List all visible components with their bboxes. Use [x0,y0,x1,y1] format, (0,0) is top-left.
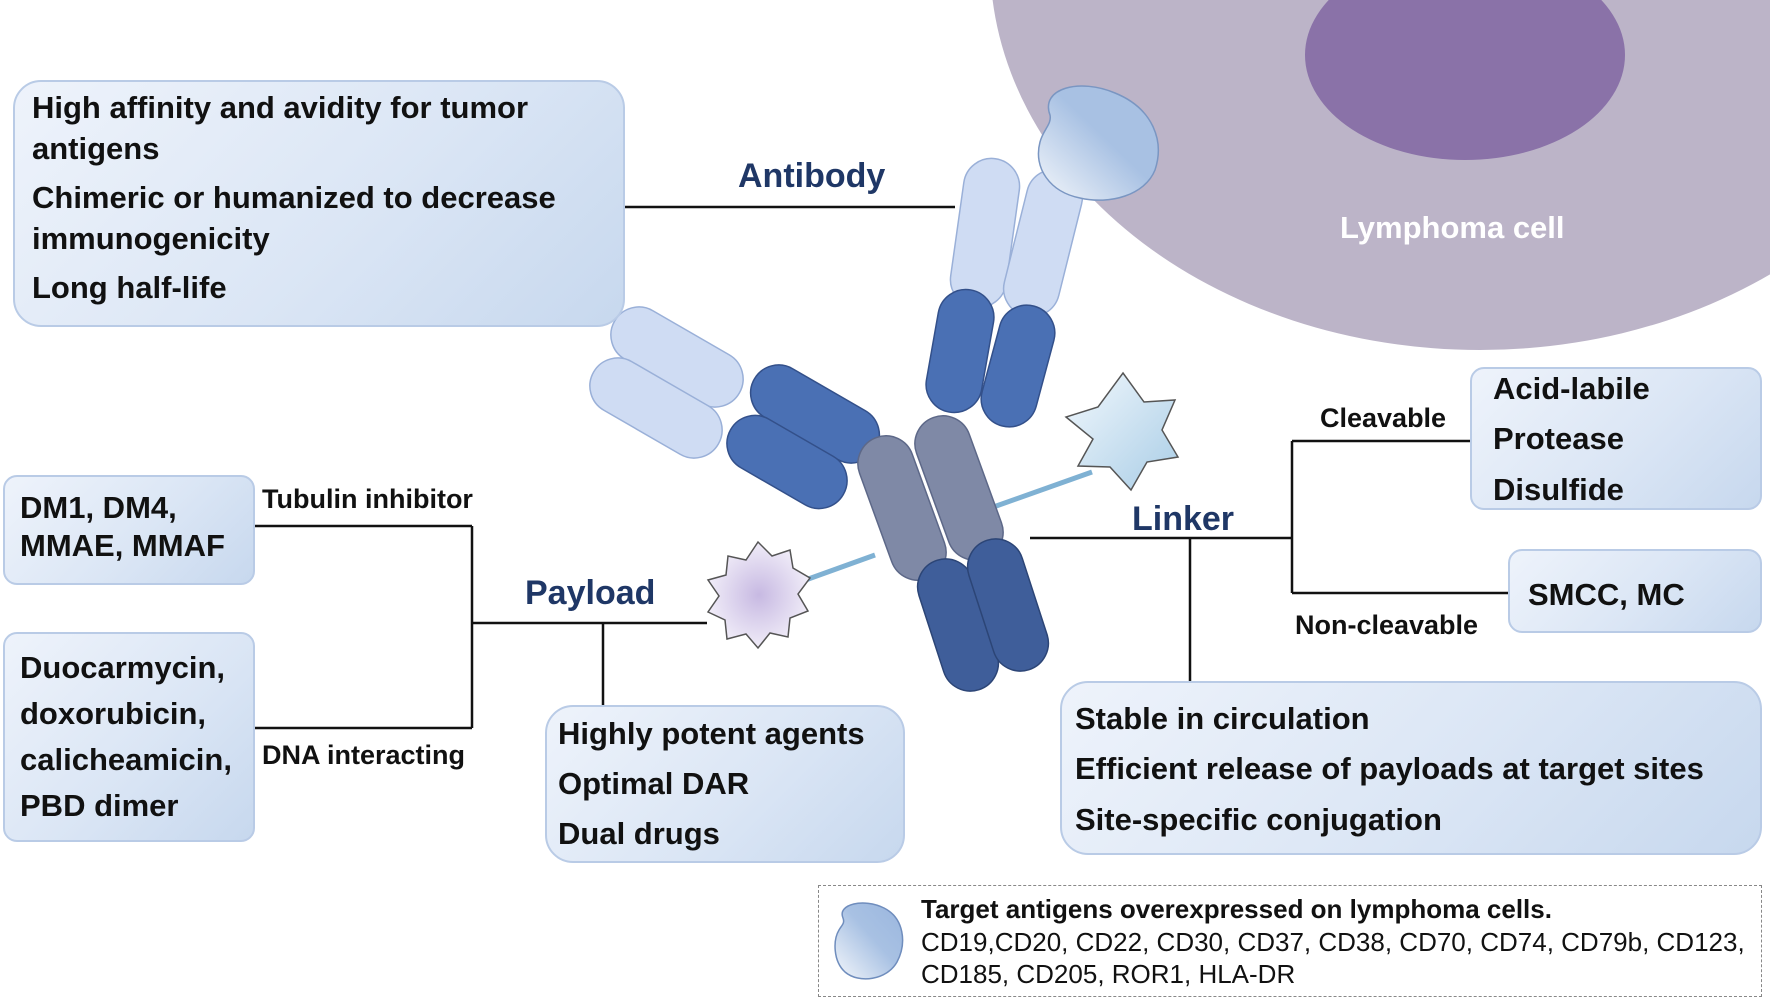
dna-drugs-line-4: PBD dimer [20,788,179,823]
antibody-point-1a: High affinity and avidity for tumor [32,90,529,125]
payload-point-2: Optimal DAR [558,766,750,801]
antigen-shape [1037,85,1159,201]
dna-drugs-line-1: Duocarmycin, [20,650,226,685]
payload-header: Payload [525,574,656,612]
antigen-legend-icon [834,902,904,980]
payload-blob [706,540,812,650]
payload-point-3: Dual drugs [558,816,720,851]
antibody-header: Antibody [738,157,886,195]
dna-drugs-box [3,632,255,842]
payload-linker-line [799,552,876,585]
star-payload [1064,371,1180,492]
tubulin-drugs-line-2: MMAE, MMAF [20,528,225,563]
antibody-graphic [589,157,1084,692]
legend-antigen-list: CD19,CD20, CD22, CD30, CD37, CD38, CD70,… [921,927,1745,989]
tubulin-drugs-box [3,475,255,585]
cell-nucleus [1305,0,1625,160]
cleavable-types-box [1470,367,1762,510]
noncleavable-types: SMCC, MC [1528,577,1685,612]
cleavable-type-1: Acid-labile [1493,371,1650,406]
noncleavable-label: Non-cleavable [1295,610,1479,640]
linker-header: Linker [1132,500,1235,538]
cleavable-type-3: Disulfide [1493,472,1624,507]
dna-label: DNA interacting [262,740,466,770]
linker-properties-box [1060,681,1762,855]
antibody-point-3: Long half-life [32,270,227,305]
payload-point-1: Highly potent agents [558,716,865,751]
legend-title: Target antigens overexpressed on lymphom… [921,894,1552,924]
tubulin-drugs-line-1: DM1, DM4, [20,490,177,525]
noncleavable-types-box [1508,549,1762,633]
antibody-point-2b: immunogenicity [32,221,270,256]
dna-drugs-line-3: calicheamicin, [20,742,232,777]
antibody-properties-box [13,80,625,327]
cleavable-label: Cleavable [1320,403,1447,433]
antibody-point-1b: antigens [32,131,160,166]
linker-point-1: Stable in circulation [1075,701,1370,736]
cleavable-type-2: Protease [1493,421,1624,456]
antigen-legend: Target antigens overexpressed on lymphom… [818,885,1762,997]
antibody-point-2a: Chimeric or humanized to decrease [32,180,556,215]
tubulin-label: Tubulin inhibitor [262,484,473,514]
connector-lines [255,205,1508,730]
linker-point-2: Efficient release of payloads at target … [1075,751,1704,786]
lymphoma-cell-label: Lymphoma cell [1340,210,1565,245]
dna-drugs-line-2: doxorubicin, [20,696,206,731]
linker-point-3: Site-specific conjugation [1075,802,1442,837]
payload-properties-box [545,705,905,863]
star-linker-line [984,469,1093,513]
